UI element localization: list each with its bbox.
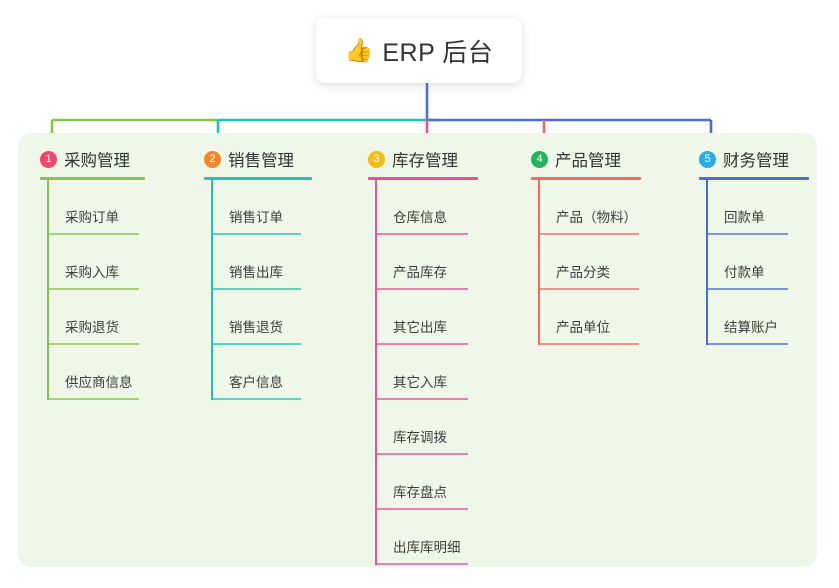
menu-item-label: 仓库信息 xyxy=(393,210,447,225)
column-spine-5 xyxy=(706,180,708,345)
menu-item[interactable]: 其它入库 xyxy=(375,345,468,400)
menu-item-rule xyxy=(47,288,139,290)
column-rule-5 xyxy=(699,177,809,180)
column-header-3[interactable]: 3 库存管理 xyxy=(368,147,458,171)
root-node-card[interactable]: 👍 ERP 后台 xyxy=(316,18,522,83)
menu-item[interactable]: 采购入库 xyxy=(47,235,139,290)
menu-item[interactable]: 库存调拨 xyxy=(375,400,468,455)
column-header-4[interactable]: 4 产品管理 xyxy=(531,147,621,171)
menu-item[interactable]: 销售出库 xyxy=(211,235,301,290)
menu-item-rule xyxy=(211,288,301,290)
menu-item-label: 销售订单 xyxy=(229,210,283,225)
menu-item-label: 销售出库 xyxy=(229,265,283,280)
menu-item-rule xyxy=(47,233,139,235)
menu-item-label: 出库库明细 xyxy=(393,540,461,555)
column-header-1[interactable]: 1 采购管理 xyxy=(40,147,130,171)
column-title-1: 采购管理 xyxy=(64,152,130,170)
column-rule-3 xyxy=(368,177,478,180)
menu-item-rule xyxy=(211,343,301,345)
menu-item[interactable]: 客户信息 xyxy=(211,345,301,400)
menu-item-label: 回款单 xyxy=(724,210,765,225)
menu-item-label: 销售退货 xyxy=(229,320,283,335)
column-spine-1 xyxy=(47,180,49,400)
menu-item-label: 采购退货 xyxy=(65,320,119,335)
menu-item-rule xyxy=(375,343,468,345)
menu-item-rule xyxy=(706,233,788,235)
menu-item-label: 付款单 xyxy=(724,265,765,280)
column-title-2: 销售管理 xyxy=(228,152,294,170)
thumbs-up-icon: 👍 xyxy=(344,37,374,63)
menu-item[interactable]: 供应商信息 xyxy=(47,345,139,400)
menu-item-rule xyxy=(538,343,639,345)
menu-item-label: 结算账户 xyxy=(724,320,778,335)
menu-item-rule xyxy=(538,233,639,235)
menu-item[interactable]: 付款单 xyxy=(706,235,788,290)
menu-item[interactable]: 产品单位 xyxy=(538,290,639,345)
menu-item-label: 其它入库 xyxy=(393,375,447,390)
menu-item[interactable]: 其它出库 xyxy=(375,290,468,345)
menu-item[interactable]: 产品分类 xyxy=(538,235,639,290)
column-badge-1: 1 xyxy=(40,150,57,168)
menu-item-label: 供应商信息 xyxy=(65,375,133,390)
menu-item-label: 产品分类 xyxy=(556,265,610,280)
menu-item-label: 客户信息 xyxy=(229,375,283,390)
column-badge-4: 4 xyxy=(531,150,548,168)
column-title-5: 财务管理 xyxy=(723,152,789,170)
column-spine-3 xyxy=(375,180,377,565)
menu-item-rule xyxy=(538,288,639,290)
column-spine-2 xyxy=(211,180,213,400)
menu-item-rule xyxy=(375,233,468,235)
menu-item-label: 产品库存 xyxy=(393,265,447,280)
menu-item-rule xyxy=(211,398,301,400)
menu-item-label: 采购订单 xyxy=(65,210,119,225)
menu-item[interactable]: 仓库信息 xyxy=(375,180,468,235)
column-header-5[interactable]: 5 财务管理 xyxy=(699,147,789,171)
column-title-4: 产品管理 xyxy=(555,152,621,170)
menu-item-rule xyxy=(211,233,301,235)
menu-item[interactable]: 回款单 xyxy=(706,180,788,235)
menu-item-label: 产品单位 xyxy=(556,320,610,335)
column-badge-3: 3 xyxy=(368,150,385,168)
branches-panel xyxy=(18,133,817,567)
menu-item-rule xyxy=(706,343,788,345)
root-node-title: ERP 后台 xyxy=(382,38,494,67)
menu-item-label: 其它出库 xyxy=(393,320,447,335)
menu-item-label: 采购入库 xyxy=(65,265,119,280)
menu-item[interactable]: 产品（物料） xyxy=(538,180,639,235)
menu-item[interactable]: 采购退货 xyxy=(47,290,139,345)
column-badge-2: 2 xyxy=(204,150,221,168)
menu-item[interactable]: 出库库明细 xyxy=(375,510,468,565)
menu-item-rule xyxy=(375,453,468,455)
menu-item-label: 产品（物料） xyxy=(556,210,637,225)
menu-item[interactable]: 库存盘点 xyxy=(375,455,468,510)
menu-item[interactable]: 采购订单 xyxy=(47,180,139,235)
menu-item-rule xyxy=(706,288,788,290)
column-rule-4 xyxy=(531,177,641,180)
column-badge-5: 5 xyxy=(699,150,716,168)
columns-layer: 1 采购管理采购订单采购入库采购退货供应商信息 2 销售管理销售订单销售出库销售退货客… xyxy=(0,133,839,567)
menu-item[interactable]: 销售退货 xyxy=(211,290,301,345)
menu-item-label: 库存调拨 xyxy=(393,430,447,445)
menu-item-rule xyxy=(47,343,139,345)
column-spine-4 xyxy=(538,180,540,345)
menu-item-rule xyxy=(375,508,468,510)
menu-item[interactable]: 产品库存 xyxy=(375,235,468,290)
column-title-3: 库存管理 xyxy=(392,152,458,170)
menu-item-rule xyxy=(375,563,468,565)
column-rule-2 xyxy=(204,177,312,180)
menu-item[interactable]: 结算账户 xyxy=(706,290,788,345)
menu-item-label: 库存盘点 xyxy=(393,485,447,500)
menu-item-rule xyxy=(375,288,468,290)
column-header-2[interactable]: 2 销售管理 xyxy=(204,147,294,171)
column-rule-1 xyxy=(40,177,145,180)
menu-item[interactable]: 销售订单 xyxy=(211,180,301,235)
menu-item-rule xyxy=(47,398,139,400)
menu-item-rule xyxy=(375,398,468,400)
